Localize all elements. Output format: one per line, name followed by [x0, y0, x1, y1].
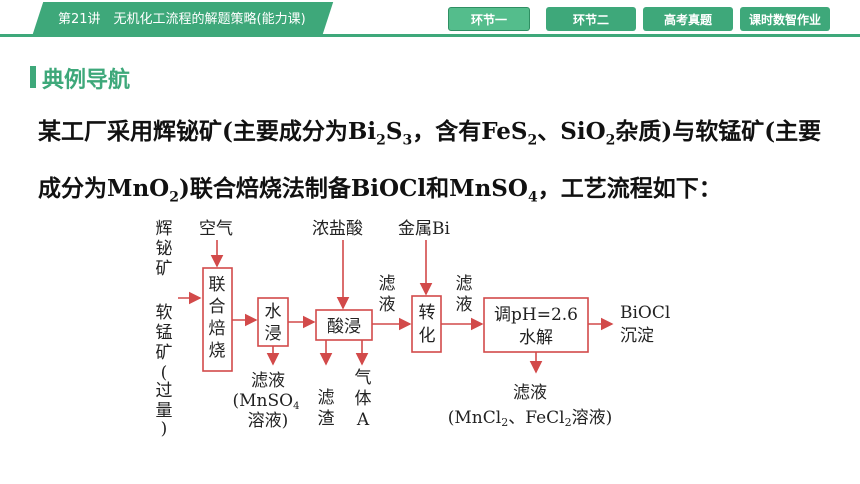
raw-material-bismuth-ore: 辉 铋 矿	[156, 219, 173, 279]
header-divider	[0, 34, 860, 37]
nav-tab-section-2[interactable]: 环节二	[546, 7, 636, 31]
nav-tab-section-1[interactable]: 环节一	[448, 7, 530, 31]
svg-text:溶液): 溶液)	[248, 411, 289, 431]
svg-text:液: 液	[456, 295, 473, 315]
svg-text:调pH=2.6: 调pH=2.6	[494, 305, 578, 325]
step-ph-hydrolysis-label: 调pH=2.6 水解	[494, 305, 578, 348]
label-filtrate-2: 滤 液	[456, 274, 473, 315]
step-ph-hydrolysis	[483, 297, 589, 353]
nav-tab-exam-questions[interactable]: 高考真题	[643, 7, 733, 31]
svg-text:体: 体	[355, 389, 372, 409]
lesson-title: 第21讲 无机化工流程的解题策略(能力课)	[58, 12, 306, 27]
step-acid-leach-label: 酸浸	[327, 317, 361, 337]
svg-text:焙: 焙	[209, 319, 226, 339]
svg-text:(MnSO4: (MnSO4	[233, 391, 300, 412]
step-acid-leach	[315, 309, 373, 341]
input-metal-bi: 金属Bi	[398, 219, 450, 239]
svg-text:): )	[161, 419, 168, 439]
svg-text:水解: 水解	[519, 328, 553, 348]
svg-text:辉: 辉	[156, 219, 173, 239]
input-air: 空气	[199, 219, 233, 239]
svg-text:化: 化	[419, 326, 436, 346]
step-water-leach-label: 水 浸	[265, 302, 282, 344]
svg-text:锰: 锰	[156, 323, 173, 343]
output-filtrate-mnso4: 滤液 (MnSO4 溶液)	[233, 371, 300, 431]
svg-text:矿: 矿	[156, 343, 173, 363]
svg-text:渣: 渣	[318, 409, 335, 429]
svg-text:合: 合	[209, 297, 226, 317]
svg-text:量: 量	[156, 401, 173, 421]
svg-text:BiOCl: BiOCl	[620, 303, 670, 323]
svg-text:铋: 铋	[156, 239, 173, 259]
svg-text:液: 液	[379, 295, 396, 315]
section-marker	[30, 66, 36, 88]
top-bar: 第21讲 无机化工流程的解题策略(能力课) 环节一 环节二 高考真题 课时数智作…	[0, 0, 860, 37]
svg-text:转: 转	[419, 303, 436, 323]
output-filtrate-chlorides: 滤液 (MnCl2、FeCl2溶液)	[448, 383, 612, 429]
nav-tab-homework[interactable]: 课时数智作业	[740, 7, 830, 31]
label-filtrate-1: 滤 液	[379, 274, 396, 315]
svg-text:气: 气	[355, 368, 372, 388]
svg-text:滤: 滤	[379, 274, 396, 294]
step-conversion-label: 转 化	[419, 303, 436, 346]
svg-text:水: 水	[265, 302, 282, 322]
svg-text:(: (	[161, 363, 168, 383]
svg-text:沉淀: 沉淀	[620, 326, 654, 346]
svg-text:联: 联	[209, 275, 226, 295]
output-product-biocl: BiOCl 沉淀	[620, 303, 670, 346]
svg-text:A: A	[356, 410, 370, 430]
svg-text:过: 过	[156, 381, 173, 401]
section-title: 典例导航	[42, 68, 131, 93]
svg-text:滤液: 滤液	[251, 371, 285, 391]
svg-text:软: 软	[156, 303, 173, 323]
step-joint-roasting-label: 联 合 焙 烧	[209, 275, 226, 361]
raw-material-pyrolusite: 软 锰 矿 ( 过 量 )	[156, 303, 173, 439]
svg-text:滤: 滤	[456, 274, 473, 294]
svg-text:烧: 烧	[209, 341, 226, 361]
svg-text:滤: 滤	[318, 388, 335, 408]
svg-text:(MnCl2、FeCl2溶液): (MnCl2、FeCl2溶液)	[448, 408, 612, 429]
output-gas-a: 气 体 A	[355, 368, 372, 430]
svg-text:浸: 浸	[265, 324, 282, 344]
svg-text:矿: 矿	[156, 259, 173, 279]
step-conversion	[411, 295, 442, 353]
step-joint-roasting	[202, 267, 233, 372]
output-residue: 滤 渣	[318, 388, 335, 429]
input-concentrated-hcl: 浓盐酸	[312, 219, 363, 239]
question-text: 某工厂采用辉铋矿(主要成分为Bi2S3，含有FeS2、SiO2杂质)与软锰矿(主…	[38, 118, 822, 206]
svg-text:滤液: 滤液	[513, 383, 547, 403]
